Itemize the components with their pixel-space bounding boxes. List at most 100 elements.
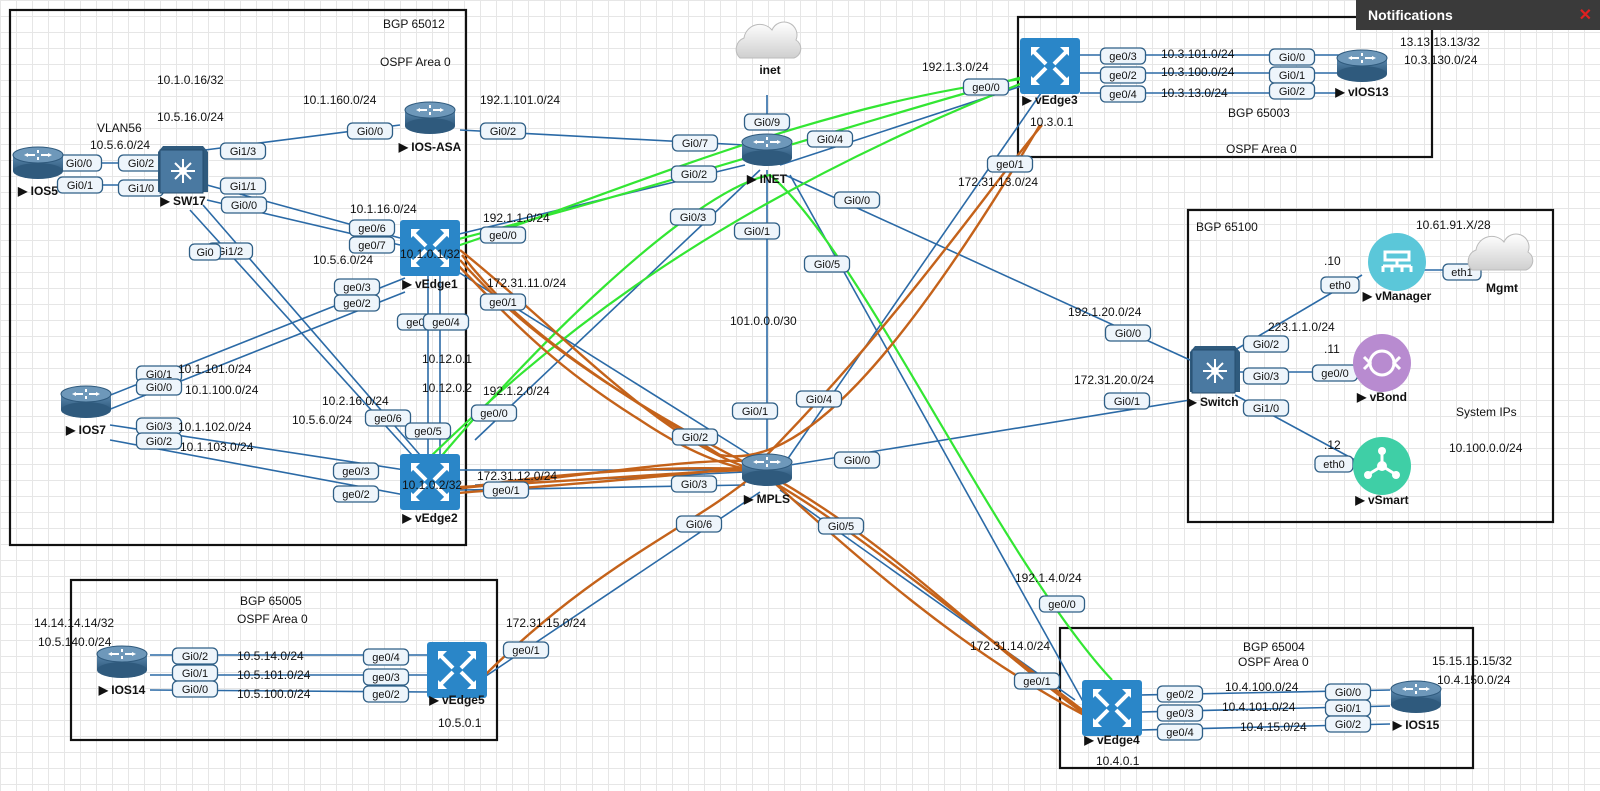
svg-text:Gi0/2: Gi0/2 [1335,719,1361,731]
box-label: BGP 65012 [383,17,445,31]
port-label: Gi0/2 [1242,335,1290,353]
port-label: Gi0/7 [671,134,719,152]
port-label: ge0/3 [1099,47,1147,65]
box-label: OSPF Area 0 [237,612,308,626]
svg-text:ge0/2: ge0/2 [1109,70,1137,82]
node-iosasa[interactable]: ▶ IOS-ASA [398,101,462,154]
svg-text:Gi0/0: Gi0/0 [1335,687,1361,699]
node-ios14[interactable]: ▶ IOS14 [96,645,148,697]
svg-text:Gi1/0: Gi1/0 [1253,403,1279,415]
port-label: Gi0/1 [1103,392,1151,410]
port-label: ge0/0 [1311,364,1359,382]
svg-text:Gi0/9: Gi0/9 [754,117,780,129]
svg-text:Gi0/2: Gi0/2 [128,158,154,170]
diagram-text: 192.1.20.0/24 [1068,305,1142,319]
svg-text:Gi0/2: Gi0/2 [1253,339,1279,351]
node-mgmt[interactable]: Mgmt [1467,233,1534,295]
diagram-text: 10.5.101.0/24 [237,668,311,682]
diagram-text: 10.100.0.0/24 [1449,441,1523,455]
node-sw17[interactable]: ▶ SW17 [157,145,209,208]
node-mpls[interactable]: ▶ MPLS [741,453,793,506]
svg-text:ge0/5: ge0/5 [414,426,442,438]
node-label: ▶ vEdge5 [428,693,485,707]
diagram-text: 10.12.0.2 [422,381,472,395]
data-overlay-path [439,124,1043,492]
diagram-text: 10.3.100.0/24 [1161,65,1235,79]
diagram-text: 10.3.101.0/24 [1161,47,1235,61]
diagram-text: 10.5.6.0/24 [292,413,352,427]
diagram-text: .10 [1324,254,1341,268]
node-vios13[interactable]: ▶ vIOS13 [1334,49,1389,99]
node-ios15[interactable]: ▶ IOS15 [1390,680,1442,732]
svg-text:ge0/2: ge0/2 [372,689,400,701]
data-overlay-path [461,124,1042,458]
node-label: ▶ vEdge2 [401,511,458,525]
router-icon [404,101,456,135]
node-vedge5[interactable]: ▶ vEdge5 [425,640,489,707]
port-label: Gi0/0 [135,378,183,396]
port-label: Gi0/3 [669,208,717,226]
vsmart-icon [1353,437,1411,495]
svg-text:Gi0/0: Gi0/0 [66,158,92,170]
port-label: Gi0/0 [171,680,219,698]
port-label: ge0/2 [1099,66,1147,84]
svg-text:ge0/0: ge0/0 [972,82,1000,94]
node-label: ▶ IOS-ASA [398,140,462,154]
svg-text:ge0/1: ge0/1 [489,297,517,309]
svg-text:Gi0/1: Gi0/1 [146,369,172,381]
port-label: Gi0/1 [1324,699,1372,717]
svg-text:Gi0/2: Gi0/2 [1279,86,1305,98]
svg-text:Gi0/0: Gi0/0 [231,200,257,212]
svg-text:Gi0: Gi0 [196,247,213,259]
node-ios7[interactable]: ▶ IOS7 [60,385,112,437]
svg-text:Gi0/2: Gi0/2 [681,169,707,181]
node-label: ▶ vEdge1 [401,277,458,291]
control-overlay-path [429,173,1113,681]
node-switch[interactable]: ▶ Switch [1186,345,1241,409]
svg-text:ge0/4: ge0/4 [1109,89,1137,101]
node-vedge4[interactable]: ▶ vEdge4 [1080,678,1144,747]
notifications-panel[interactable]: Notifications ✕ [1356,0,1600,30]
node-label: ▶ SW17 [159,194,206,208]
svg-text:Gi1/1: Gi1/1 [230,181,256,193]
node-vmanager[interactable]: ▶ vManager [1362,233,1432,303]
port-label: ge0/5 [404,422,452,440]
router-icon [1336,49,1388,83]
svg-text:Gi0/0: Gi0/0 [844,195,870,207]
node-vedge1[interactable]: ▶ vEdge1 [398,218,462,291]
svg-text:eth0: eth0 [1323,459,1344,471]
diagram-text: 10.3.130.0/24 [1404,53,1478,67]
port-label: ge0/1 [502,641,550,659]
svg-text:Gi0/1: Gi0/1 [67,180,93,192]
vbond-icon [1353,334,1411,392]
node-inetcloud[interactable]: inet [735,21,802,77]
port-label: Gi0/0 [1104,324,1152,342]
node-label: Mgmt [1486,281,1518,295]
port-label: Gi0 [188,243,222,261]
router-icon [741,133,793,167]
port-label: Gi0/5 [817,517,865,535]
diagram-text: 172.31.14.0/24 [970,639,1050,653]
svg-text:ge0/4: ge0/4 [372,652,400,664]
node-ios5[interactable]: ▶ IOS5 [12,146,64,198]
diagram-text: 10.3.13.0/24 [1161,86,1228,100]
diagram-text: 10.1.103.0/24 [180,440,254,454]
close-icon[interactable]: ✕ [1578,7,1592,24]
node-vedge3[interactable]: ▶ vEdge3 [1018,36,1082,107]
node-vsmart[interactable]: ▶ vSmart [1353,437,1411,507]
data-overlay-path [454,261,761,472]
node-inet[interactable]: ▶ INET [741,133,793,186]
diagram-text: 10.2.16.0/24 [322,394,389,408]
switch-icon [157,145,209,194]
node-vbond[interactable]: ▶ vBond [1353,334,1411,404]
port-label: Gi0/2 [135,432,183,450]
svg-text:Gi0/0: Gi0/0 [1279,52,1305,64]
port-label: Gi1/1 [219,177,267,195]
node-label: ▶ vEdge4 [1083,733,1140,747]
svg-text:ge0/7: ge0/7 [358,240,386,252]
node-label: ▶ vBond [1356,390,1407,404]
node-vedge2[interactable]: ▶ vEdge2 [398,452,462,525]
port-label: ge0/0 [479,226,527,244]
diagram-text: 13.13.13.13/32 [1400,35,1480,49]
